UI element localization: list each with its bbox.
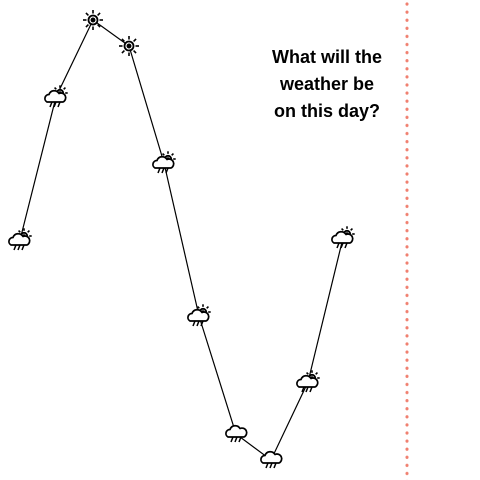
partly-cloudy-rain-icon — [296, 370, 320, 393]
question-prompt: What will the weather be on this day? — [258, 44, 396, 125]
partly-cloudy-rain-icon — [331, 226, 355, 249]
partly-cloudy-rain-icon — [187, 304, 211, 327]
dotted-divider — [405, 0, 409, 480]
partly-cloudy-rain-icon — [44, 85, 68, 108]
question-line-1: What will the — [272, 47, 382, 67]
rain-cloud-icon — [260, 450, 283, 469]
partly-cloudy-rain-icon — [152, 151, 176, 174]
sun-icon — [119, 36, 139, 56]
question-line-2: weather be — [279, 74, 375, 94]
partly-cloudy-rain-icon — [8, 228, 32, 251]
sequence-line — [19, 19, 344, 461]
question-line-3: on this day? — [273, 101, 380, 121]
rain-cloud-icon — [225, 424, 248, 443]
sun-icon — [83, 10, 103, 30]
